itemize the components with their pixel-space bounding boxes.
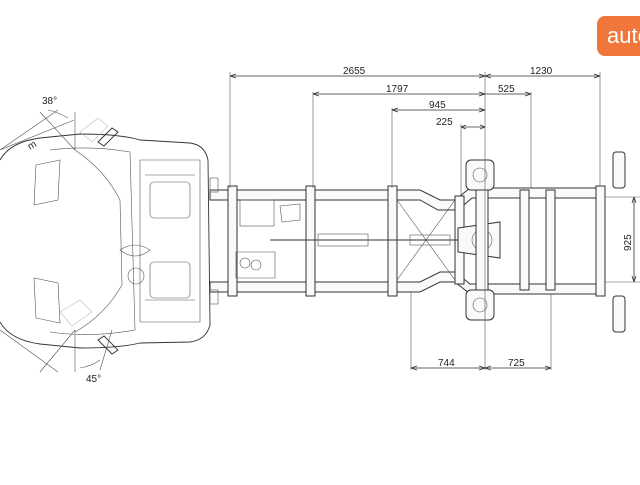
angle-top-label: 38° — [42, 96, 57, 107]
cab-outline — [0, 127, 211, 355]
dim-1230: 1230 — [530, 66, 553, 77]
angle-bottom-label: 45° — [86, 374, 101, 385]
chassis-frame — [209, 151, 626, 333]
dim-1797: 1797 — [386, 84, 409, 95]
dim-725: 725 — [508, 358, 525, 369]
dim-744: 744 — [438, 358, 455, 369]
brand-badge[interactable]: auto — [597, 16, 640, 56]
radius-label: m — [26, 139, 39, 153]
dim-945: 945 — [429, 100, 446, 111]
steering-angle-guides — [0, 109, 113, 373]
dim-225: 225 — [436, 117, 453, 128]
dim-925: 925 — [623, 234, 634, 251]
dim-2655: 2655 — [343, 66, 366, 77]
dimension-lines — [229, 72, 640, 371]
dim-525: 525 — [498, 84, 515, 95]
